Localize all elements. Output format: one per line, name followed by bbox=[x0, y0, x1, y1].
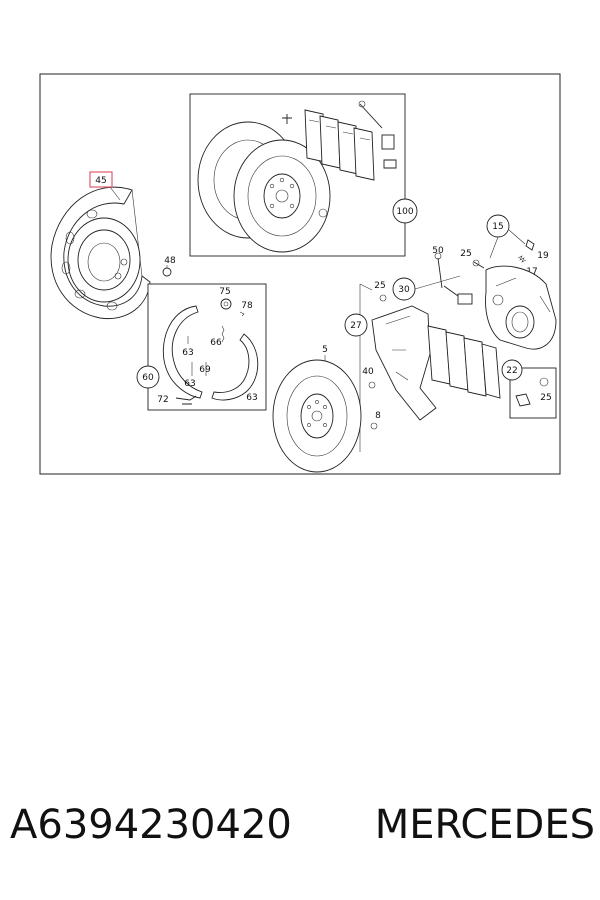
spring-66[interactable] bbox=[221, 325, 225, 343]
adjuster-75[interactable] bbox=[220, 298, 232, 310]
brake-shoe-right[interactable] bbox=[211, 333, 259, 401]
label-45[interactable]: 45 bbox=[95, 176, 106, 186]
brake-pads-set[interactable] bbox=[304, 109, 375, 181]
brake-caliper[interactable] bbox=[485, 265, 557, 350]
callout-22[interactable] bbox=[501, 359, 523, 381]
spring-17[interactable] bbox=[517, 255, 527, 263]
screw-8[interactable] bbox=[370, 422, 378, 430]
retaining-clip-22[interactable] bbox=[515, 377, 549, 407]
callout-60[interactable] bbox=[136, 365, 160, 389]
label-25b[interactable]: 25 bbox=[374, 281, 385, 291]
label-66[interactable]: 66 bbox=[210, 338, 222, 348]
label-5[interactable]: 5 bbox=[322, 345, 328, 355]
part-45-highlight-box bbox=[89, 171, 113, 188]
label-69[interactable]: 69 bbox=[199, 365, 211, 375]
label-63c[interactable]: 63 bbox=[246, 393, 257, 403]
bleeder-valve[interactable] bbox=[525, 239, 535, 251]
label-60[interactable]: 60 bbox=[142, 373, 154, 383]
label-48[interactable]: 48 bbox=[164, 256, 176, 266]
guide-pin-50[interactable] bbox=[434, 252, 443, 289]
label-19[interactable]: 19 bbox=[537, 251, 549, 261]
callout-27[interactable] bbox=[344, 313, 368, 337]
label-25c[interactable]: 25 bbox=[540, 393, 551, 403]
label-75[interactable]: 75 bbox=[219, 287, 230, 297]
caption: A6394230420 MERCEDES bbox=[10, 802, 595, 848]
label-72[interactable]: 72 bbox=[157, 395, 168, 405]
brand-name: MERCEDES bbox=[374, 802, 595, 848]
label-100[interactable]: 100 bbox=[396, 207, 413, 217]
label-25a[interactable]: 25 bbox=[460, 249, 471, 259]
bolt-48[interactable] bbox=[162, 265, 172, 277]
brake-parts-diagram: 45 48 100 15 bbox=[39, 73, 561, 475]
bolt-25-top[interactable] bbox=[472, 259, 485, 269]
brake-shoe-left[interactable] bbox=[162, 305, 203, 399]
bolt-25-mid[interactable] bbox=[379, 294, 387, 302]
label-63a[interactable]: 63 bbox=[182, 348, 193, 358]
label-15[interactable]: 15 bbox=[492, 222, 503, 232]
label-50[interactable]: 50 bbox=[432, 246, 444, 256]
part-number: A6394230420 bbox=[10, 802, 292, 848]
wear-sensor-kit[interactable] bbox=[358, 100, 397, 169]
dust-shield[interactable] bbox=[50, 186, 151, 320]
label-63b[interactable]: 63 bbox=[184, 379, 195, 389]
label-8[interactable]: 8 bbox=[375, 411, 381, 421]
bolt-40[interactable] bbox=[368, 381, 376, 389]
brake-disc[interactable] bbox=[272, 359, 362, 473]
callout-100[interactable] bbox=[392, 198, 418, 224]
brake-disc-pair[interactable] bbox=[197, 121, 331, 253]
label-22[interactable]: 22 bbox=[506, 366, 517, 376]
label-27[interactable]: 27 bbox=[350, 321, 361, 331]
wear-sensor-30[interactable] bbox=[443, 285, 473, 305]
caliper-bracket[interactable] bbox=[371, 305, 437, 421]
lever-72[interactable] bbox=[175, 395, 197, 405]
spring-78[interactable] bbox=[239, 311, 245, 317]
label-17[interactable]: 17 bbox=[526, 267, 537, 277]
bolt-kit-100[interactable] bbox=[282, 114, 328, 218]
label-40[interactable]: 40 bbox=[362, 367, 374, 377]
spring-69[interactable] bbox=[191, 362, 207, 376]
label-30[interactable]: 30 bbox=[398, 285, 410, 295]
caliper-pads[interactable] bbox=[427, 325, 501, 399]
label-78[interactable]: 78 bbox=[241, 301, 253, 311]
